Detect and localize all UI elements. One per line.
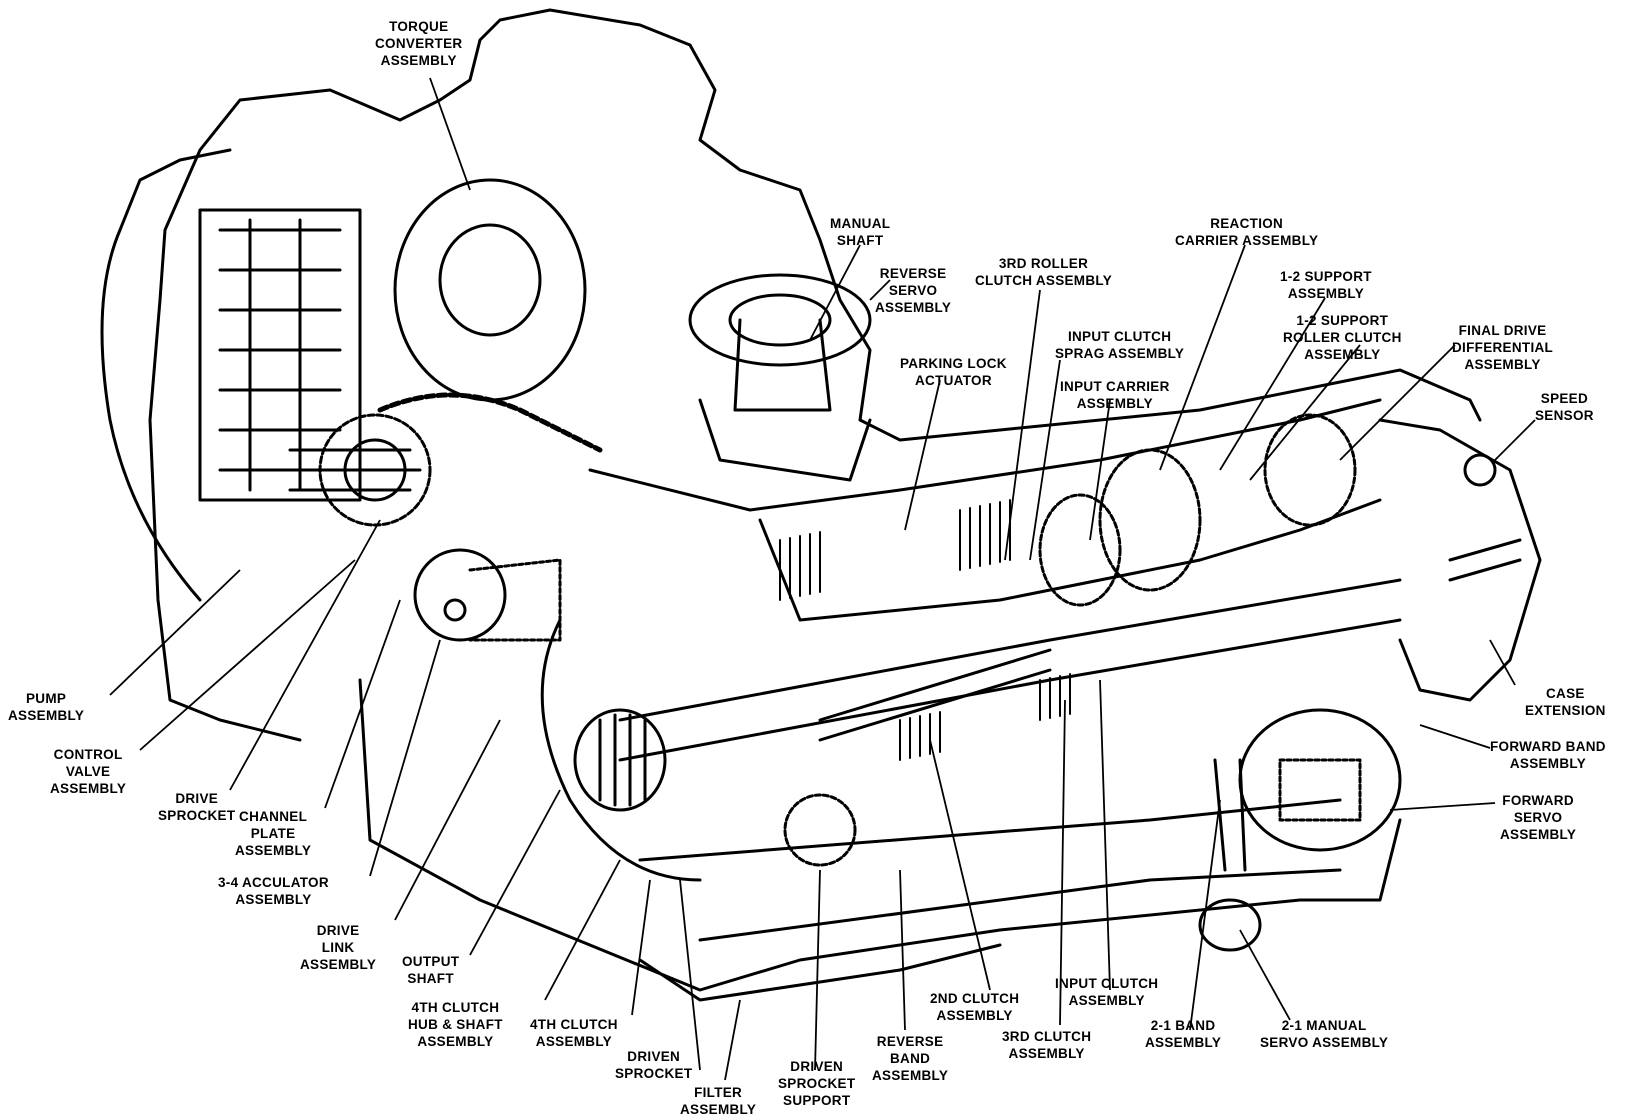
clutch-pack-lower [899,673,1071,761]
leader-channel-plate [324,599,401,809]
leader-driven-sprocket-support [814,869,821,1071]
lower-housing-outline [358,678,1402,992]
leader-final-drive [1339,344,1456,461]
leader-fourth-clutch [631,879,651,1016]
leader-case-extension [1489,639,1516,686]
forward-servo-body [1238,708,1402,852]
input-carrier-gear [1038,493,1122,607]
drive-link-chain [377,392,603,453]
filter-housing [638,943,1002,1002]
leader-one-two-roller [1249,344,1361,481]
leader-reaction-carrier [1159,244,1246,471]
output-shaft-splines [573,708,667,812]
driven-sprocket-gear [783,793,857,867]
leader-fourth-clutch-hub [544,859,621,1001]
leader-second-clutch [929,739,991,991]
leader-manual-servo-21 [1239,929,1291,1021]
leader-accumulator [369,639,441,877]
reverse-servo-dish [688,273,872,367]
leader-one-two-support [1219,297,1326,471]
accumulator-piston [413,548,507,642]
case-upper-edge [588,398,1382,512]
leader-parking-lock [904,379,941,531]
leader-speed-sensor [1494,419,1536,461]
leader-input-carrier [1089,399,1111,541]
leader-band-21 [1189,799,1221,1031]
clutch-pack-upper [779,499,1011,601]
leader-pump [109,569,241,696]
leader-filter [724,999,741,1081]
leader-input-clutch-sprag [1029,359,1061,561]
case-extension-outline [1378,418,1542,702]
manual-servo-21 [1213,758,1247,872]
torque-converter-housing [393,178,587,402]
bell-housing-outline [158,8,1482,442]
final-drive-differential [1263,413,1357,527]
leader-input-clutch [1099,679,1111,991]
leader-torque-converter [429,77,471,191]
leader-third-roller [1004,289,1041,561]
leader-control-valve [139,559,356,751]
leader-reverse-servo [869,279,891,301]
leader-forward-band [1419,724,1491,749]
leader-third-clutch [1059,699,1066,1026]
leader-drive-sprocket [229,519,381,791]
leader-driven-sprocket [679,879,701,1071]
leader-output-shaft [469,789,561,956]
valve-body [198,208,362,502]
leader-drive-link [394,719,501,921]
leader-manual-shaft [809,244,861,341]
leader-reverse-band [899,869,906,1031]
leader-forward-servo [1389,802,1496,811]
main-shaft [618,578,1402,722]
reaction-carrier-gear [1098,448,1202,592]
front-cover-outline [148,298,302,742]
